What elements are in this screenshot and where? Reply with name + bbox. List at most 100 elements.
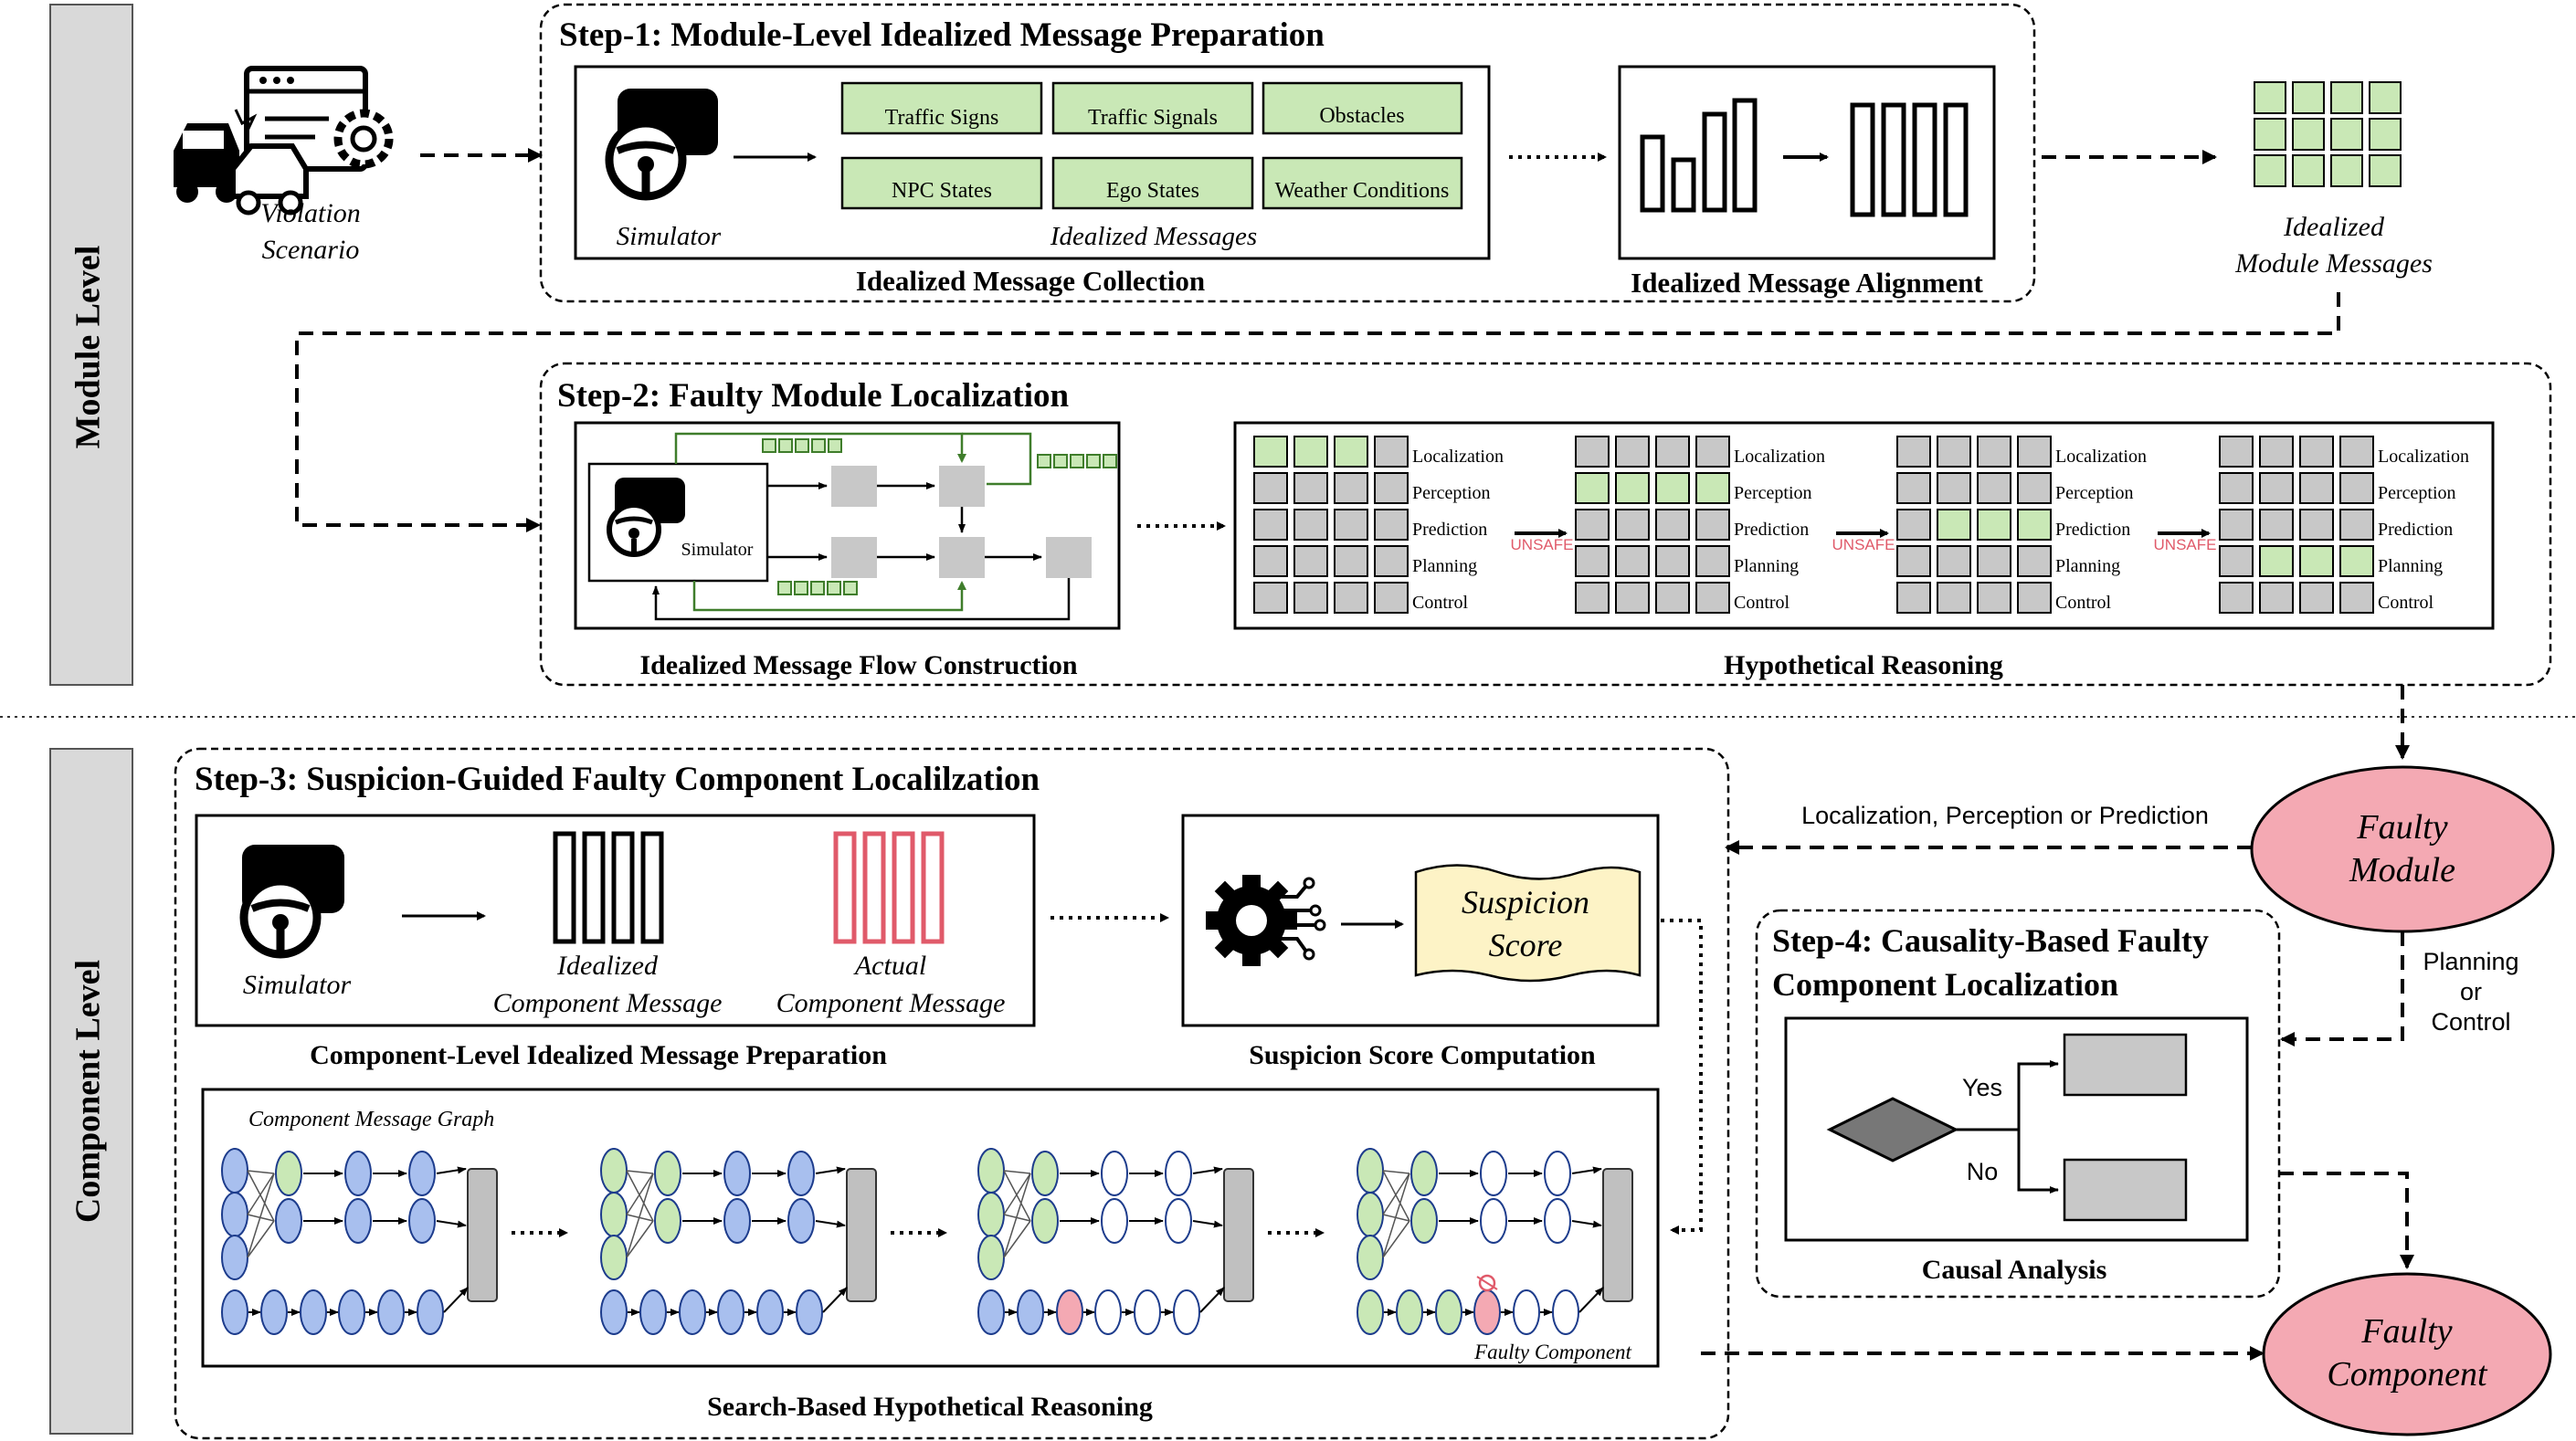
hypothetical-grids: LocalizationPerceptionPredictionPlanning… [1253, 436, 2469, 614]
grid-cell [1977, 509, 2011, 541]
actual-component-label-1: Actual [853, 951, 926, 981]
actual-component-label-2: Component Message [776, 988, 1006, 1018]
graph-edge [815, 1220, 846, 1228]
graph-node [275, 1198, 302, 1244]
violation-scenario-icon [174, 66, 394, 216]
violation-label-1: Violation [260, 198, 360, 228]
grid-cell [2017, 436, 2052, 468]
no-branch [2017, 1130, 2059, 1194]
graph-node [600, 1235, 628, 1280]
graph-node [787, 1198, 815, 1244]
graph-node [1410, 1198, 1438, 1244]
step3-title: Step-3: Suspicion-Guided Faulty Componen… [195, 761, 1040, 798]
graph-node [1357, 1192, 1384, 1237]
module-row-label: Localization [2378, 447, 2469, 467]
grid-cell [2259, 545, 2294, 577]
module-row-label: Control [2378, 593, 2434, 613]
step3-simulator-icon [239, 845, 344, 959]
graph-node [977, 1289, 1005, 1335]
graph-node [1513, 1289, 1540, 1335]
graph-node [756, 1289, 784, 1335]
graph-edge [1382, 1173, 1410, 1258]
msg-traffic-signals: Traffic Signals [1088, 106, 1218, 130]
module-row-label: Perception [1734, 483, 1812, 503]
graph-edge [822, 1287, 848, 1313]
unsafe-label: UNSAFE [2154, 536, 2217, 553]
graph-edge [1192, 1166, 1223, 1174]
alignment-label: Idealized Message Alignment [1631, 267, 1983, 299]
graph-node [1480, 1198, 1507, 1244]
graph-edge [247, 1173, 275, 1258]
idealized-module-label-1: Idealized [2283, 212, 2385, 242]
yes-label: Yes [1962, 1074, 2002, 1101]
grid-cell [1374, 509, 1409, 541]
step1-simulator-label: Simulator [617, 222, 722, 251]
grid-cell [1937, 436, 1971, 468]
grid-cell [2339, 545, 2374, 577]
module-level-label: Module Level [69, 246, 108, 449]
graph-node [1473, 1289, 1501, 1335]
no-label: No [1967, 1158, 1999, 1185]
grid-cell [1575, 509, 1610, 541]
graph-node [408, 1151, 436, 1196]
arrow-module-messages-to-step2 [295, 292, 2340, 532]
graph-node [221, 1148, 248, 1194]
graph-node [600, 1289, 628, 1335]
collection-label: Idealized Message Collection [856, 265, 1205, 297]
grid-cell [2219, 436, 2254, 468]
faulty-module-label-2: Module [2349, 851, 2455, 889]
flow-label: Idealized Message Flow Construction [639, 650, 1077, 680]
graph-3 [977, 1148, 1254, 1335]
msg-npc-states: NPC States [892, 179, 992, 203]
grid-cell [1575, 472, 1610, 504]
graph-node [1094, 1289, 1122, 1335]
faulty-module-node [2250, 765, 2555, 933]
graph-sink [1602, 1168, 1633, 1302]
graph-node [1134, 1289, 1161, 1335]
graph-node [639, 1289, 667, 1335]
module-row-label: Planning [2055, 556, 2120, 576]
graph-node [1173, 1289, 1200, 1335]
suspicion-comp-label: Suspicion Score Computation [1249, 1040, 1596, 1070]
module-row-label: Planning [1412, 556, 1477, 576]
grid-cell [1896, 472, 1931, 504]
module-row-label: Control [2055, 593, 2112, 613]
graph-2 [600, 1148, 877, 1335]
graph-edge [1382, 1214, 1410, 1222]
graph-node [1056, 1289, 1083, 1335]
graph-node [1031, 1151, 1059, 1196]
ai-gear-icon [1206, 875, 1326, 966]
search-label: Search-Based Hypothetical Reasoning [707, 1392, 1153, 1422]
grid-cell [1334, 582, 1368, 614]
unsafe-label: UNSAFE [1511, 536, 1574, 553]
module-row-label: Perception [1412, 483, 1491, 503]
graph-node [260, 1289, 288, 1335]
graph-node [377, 1289, 405, 1335]
grid-cell [1896, 582, 1931, 614]
graph-edge [1382, 1220, 1410, 1258]
grid-cell [1575, 582, 1610, 614]
edge-label-pc-1: Planning [2423, 948, 2518, 975]
grid-cell [1575, 545, 1610, 577]
edge-label-pc-3: Control [2431, 1008, 2510, 1036]
component-level-label: Component Level [69, 960, 108, 1223]
no-outcome-box [2063, 1158, 2188, 1222]
grid-cell [1655, 545, 1690, 577]
graph-node [1552, 1289, 1579, 1335]
grid-cell [1334, 545, 1368, 577]
grid-cell [1615, 545, 1650, 577]
graph-node [717, 1289, 744, 1335]
graph-edge [247, 1220, 275, 1258]
causal-label: Causal Analysis [1922, 1255, 2107, 1285]
grid-cell [2339, 509, 2374, 541]
grid-cell [1334, 472, 1368, 504]
alignment-bars [1640, 98, 1969, 217]
faulty-component-label-2: Component [2327, 1355, 2488, 1394]
edge-label-lpp: Localization, Perception or Prediction [1801, 802, 2209, 829]
arrow-faulty-module-to-step4 [2280, 931, 2404, 1047]
graph-edge [626, 1170, 654, 1174]
grid-cell [1695, 509, 1730, 541]
graph-edge [247, 1170, 275, 1174]
grid-cell [1293, 472, 1328, 504]
faulty-component-label-1: Faulty [2360, 1312, 2452, 1351]
